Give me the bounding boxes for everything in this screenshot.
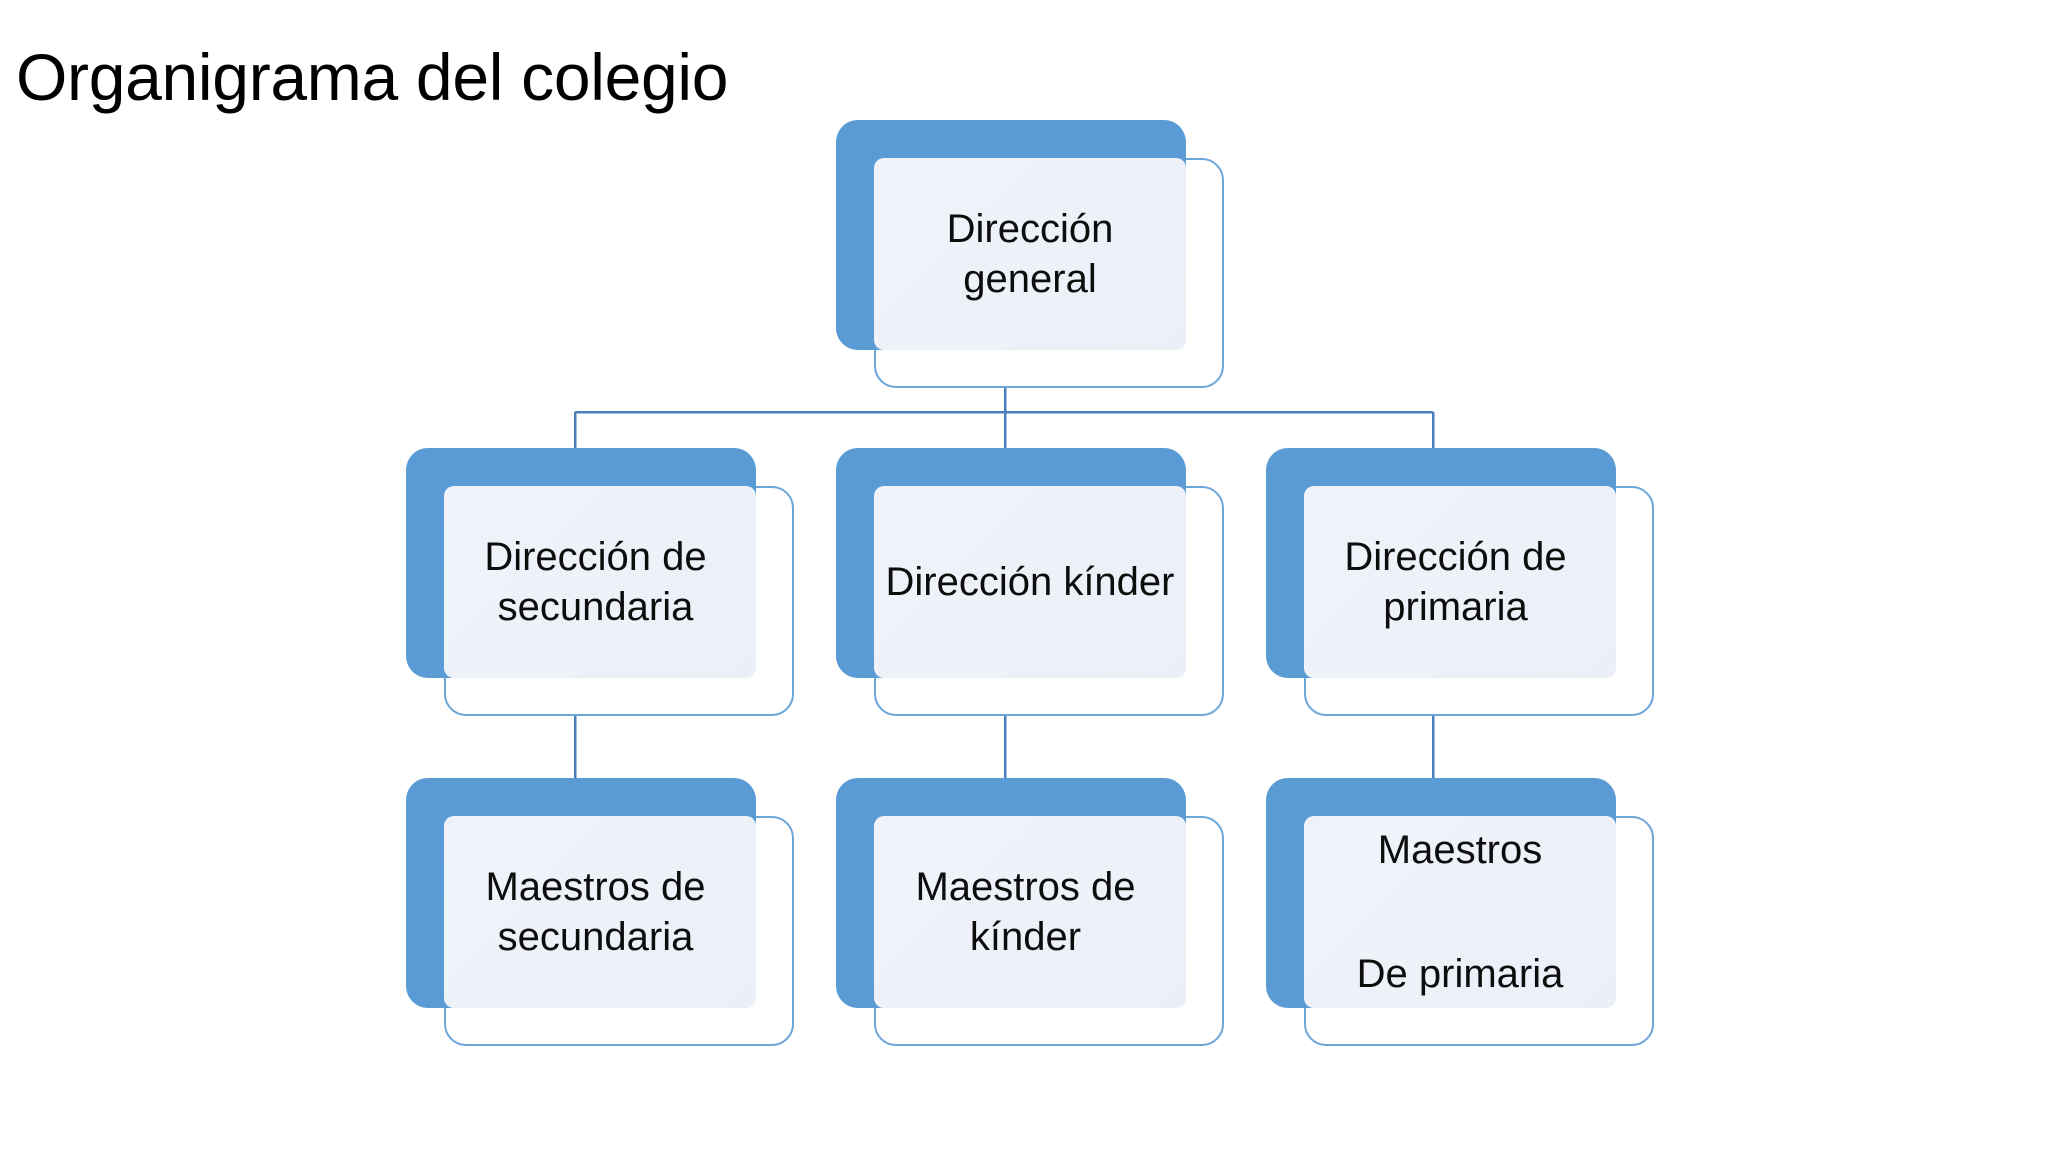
node-text-panel: Dirección de primaria [1304, 486, 1616, 678]
org-node-direccion-secundaria[interactable]: Dirección de secundaria [406, 448, 794, 716]
org-node-label-direccion-secundaria: Dirección de secundaria [484, 534, 707, 629]
node-text-panel: Maestros de secundaria [444, 816, 756, 1008]
org-node-label-maestros-secundaria: Maestros de secundaria [485, 864, 706, 959]
org-node-maestros-primaria[interactable]: Maestros De primaria [1266, 778, 1654, 1046]
org-node-direccion-kinder[interactable]: Dirección kínder [836, 448, 1224, 716]
node-text-panel: Dirección general [874, 158, 1186, 350]
org-node-maestros-secundaria[interactable]: Maestros de secundaria [406, 778, 794, 1046]
org-node-label-direccion-general: Dirección general [946, 206, 1114, 301]
org-node-direccion-primaria[interactable]: Dirección de primaria [1266, 448, 1654, 716]
org-node-label-maestros-primaria-line2: De primaria [1356, 952, 1564, 996]
page-title: Organigrama del colegio [16, 40, 729, 114]
org-node-direccion-general[interactable]: Dirección general [836, 120, 1224, 388]
node-text-panel: Dirección kínder [874, 486, 1186, 678]
org-node-label-direccion-kinder: Dirección kínder [885, 559, 1175, 604]
org-node-label-direccion-primaria: Dirección de primaria [1344, 534, 1567, 629]
node-text-panel: Maestros De primaria [1304, 816, 1616, 1008]
node-text-panel: Dirección de secundaria [444, 486, 756, 678]
org-node-maestros-kinder[interactable]: Maestros de kínder [836, 778, 1224, 1046]
org-node-label-maestros-primaria-line1: Maestros [1377, 828, 1543, 872]
node-text-panel: Maestros de kínder [874, 816, 1186, 1008]
org-node-label-maestros-kinder: Maestros de kínder [915, 864, 1136, 959]
